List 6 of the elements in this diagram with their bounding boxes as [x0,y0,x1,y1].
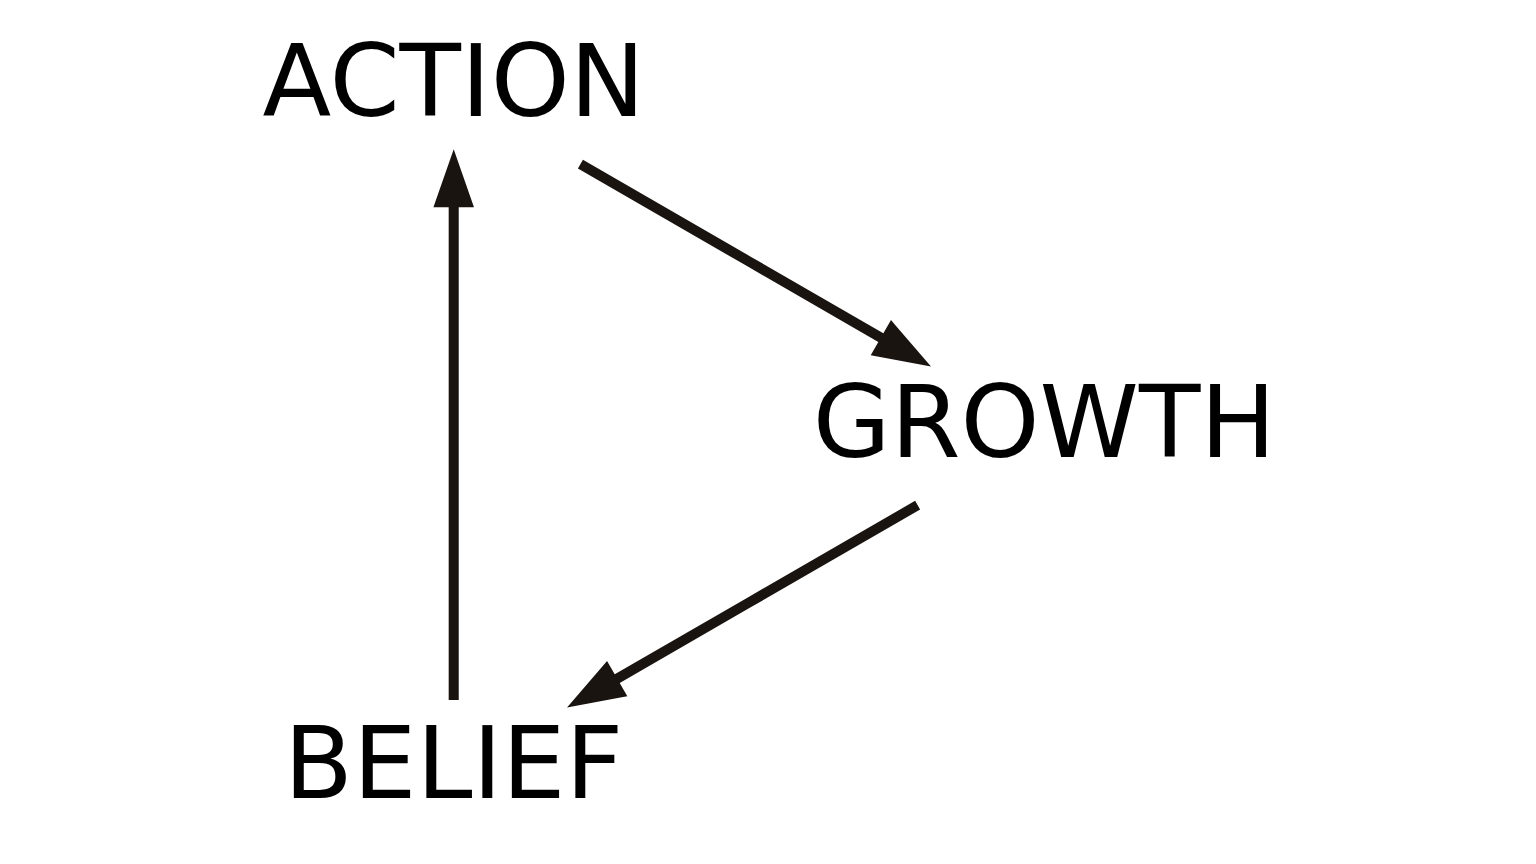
node-text: BELIEF [283,705,623,823]
node-text: GROWTH [812,364,1276,482]
arrow [432,149,474,700]
arrow [577,159,931,367]
arrow [566,500,920,708]
node-text: ACTION [261,23,645,141]
